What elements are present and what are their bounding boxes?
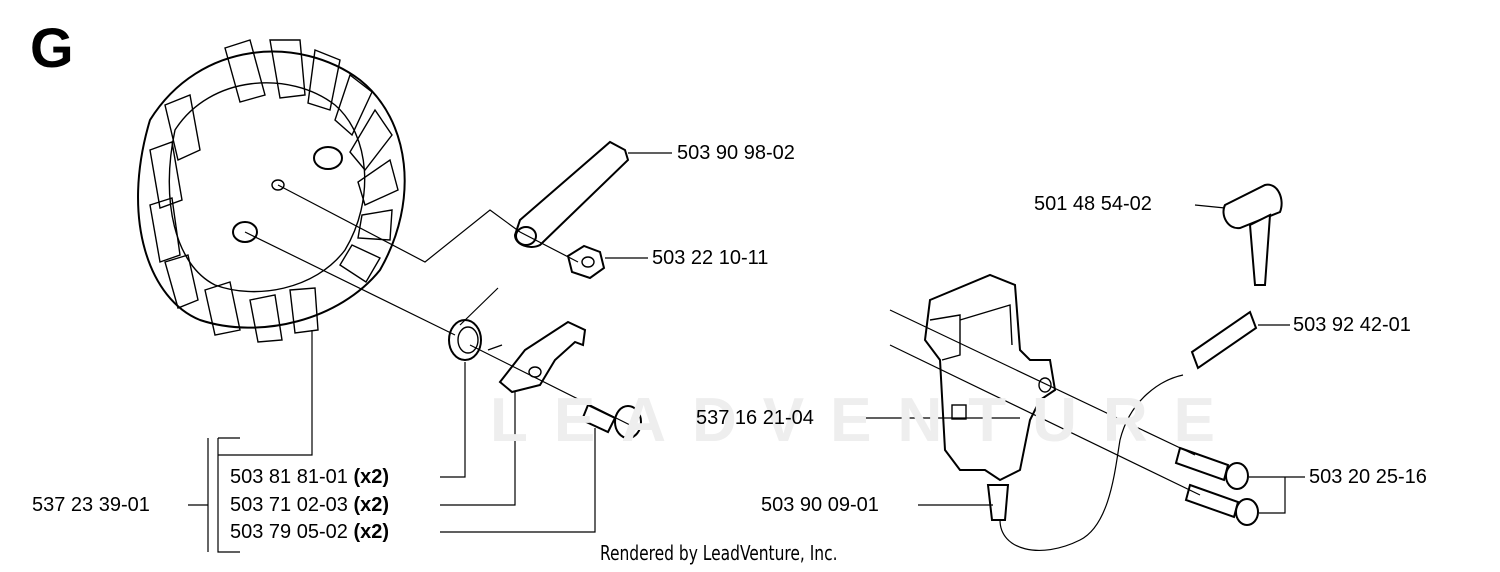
qty-pawl: (x2) (353, 494, 390, 516)
pawl-spring-part (448, 319, 503, 361)
plug-cap-part (1222, 183, 1283, 286)
label-pawl-screw: 503 79 05-02 (230, 521, 348, 543)
ignition-module-part (923, 273, 1057, 521)
label-pawl-row: 503 71 02-03 (x2) (230, 494, 389, 516)
footer-credit: Rendered by LeadVenture, Inc. (600, 541, 838, 565)
flywheel-part (137, 39, 406, 343)
label-nut: 503 22 10-11 (652, 247, 769, 269)
screw-upper-part (1174, 446, 1249, 490)
spring-part (1190, 310, 1258, 370)
label-flywheel: 537 23 39-01 (32, 494, 150, 516)
qty-pawl-spring: (x2) (353, 466, 390, 488)
leader-lines (188, 152, 1305, 553)
label-plug-cap: 501 48 54-02 (1034, 193, 1152, 215)
label-lead: 503 90 09-01 (761, 494, 879, 516)
qty-pawl-screw: (x2) (353, 521, 390, 543)
nut-part (566, 244, 606, 280)
label-spring: 503 92 42-01 (1293, 314, 1411, 336)
section-letter: G (30, 16, 74, 79)
label-ignition-module: 537 16 21-04 (696, 407, 814, 429)
label-pawl: 503 71 02-03 (230, 494, 348, 516)
key-arm-part (513, 140, 630, 248)
screw-lower-part (1184, 483, 1259, 526)
label-pawl-screw-row: 503 79 05-02 (x2) (230, 521, 389, 543)
assembly-lines (244, 184, 1201, 496)
label-pawl-spring-row: 503 81 81-01 (x2) (230, 466, 389, 488)
pawl-screw-part (580, 403, 642, 439)
watermark: LEADVENTURE (490, 386, 1242, 455)
label-pawl-spring: 503 81 81-01 (230, 466, 348, 488)
label-screws: 503 20 25-16 (1309, 466, 1427, 488)
label-key-arm: 503 90 98-02 (677, 142, 795, 164)
lead-wire (999, 374, 1184, 551)
